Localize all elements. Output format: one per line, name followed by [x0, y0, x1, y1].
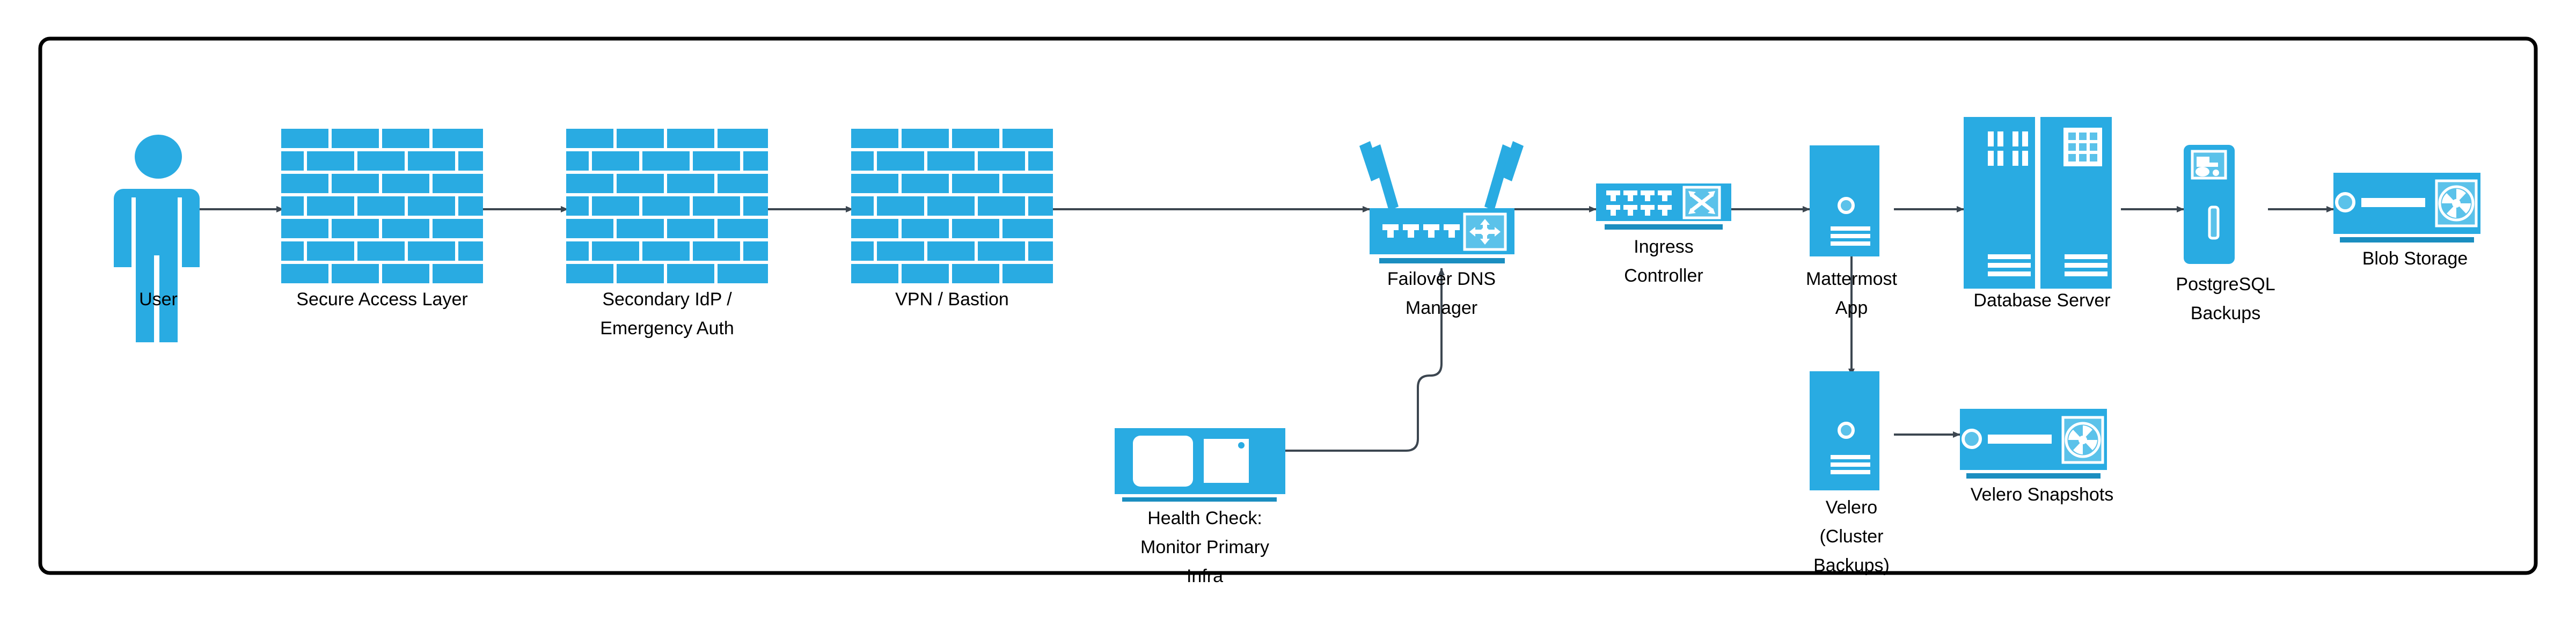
- node-velero[interactable]: Velero (Cluster Backups): [1810, 371, 1890, 576]
- node-label-pg-backups: PostgreSQL: [2176, 274, 2275, 295]
- node-label-secure-access: Secure Access Layer: [296, 289, 467, 310]
- server-tower-icon: [1810, 145, 1879, 256]
- monitor-panel-icon: [1115, 428, 1285, 502]
- firewall-brick-icon: [851, 129, 1053, 283]
- node-label-user: User: [139, 289, 178, 310]
- node-label-pg-backups-line2: Backups: [2191, 303, 2260, 324]
- node-secure-access[interactable]: Secure Access Layer: [281, 129, 483, 310]
- user-person-icon: [114, 135, 200, 342]
- node-health-check[interactable]: Health Check: Monitor Primary Infra: [1115, 428, 1285, 586]
- node-secondary-idp[interactable]: Secondary IdP / Emergency Auth: [566, 129, 768, 339]
- node-failover-dns[interactable]: Failover DNS Manager: [1359, 141, 1524, 318]
- node-label-mattermost-line2: App: [1835, 298, 1868, 318]
- node-label-vpn-bastion: VPN / Bastion: [895, 289, 1009, 310]
- node-label-velero-snapshots: Velero Snapshots: [1971, 484, 2114, 505]
- network-switch-icon: [1596, 183, 1731, 230]
- node-mattermost[interactable]: Mattermost App: [1806, 145, 1898, 318]
- node-database[interactable]: Database Server: [1964, 117, 2112, 311]
- node-label-mattermost: Mattermost: [1806, 269, 1898, 289]
- node-label-health-check-line2: Monitor Primary: [1140, 537, 1269, 557]
- connector-layer: [193, 206, 2334, 452]
- edge-health-check-to-failover-dns: [1285, 268, 1445, 452]
- node-user[interactable]: User: [114, 135, 200, 342]
- node-label-ingress: Ingress: [1634, 237, 1694, 257]
- node-label-failover-dns: Failover DNS: [1387, 269, 1496, 289]
- node-pg-backups[interactable]: PostgreSQL Backups: [2176, 145, 2275, 324]
- server-tower-icon: [1810, 371, 1879, 490]
- rack-pair-icon: [1964, 117, 2112, 289]
- node-label-health-check: Health Check:: [1147, 508, 1262, 528]
- disk-storage-icon: [1960, 409, 2107, 479]
- node-label-velero: Velero: [1826, 497, 1877, 518]
- wireless-router-icon: [1359, 141, 1524, 263]
- node-label-ingress-line2: Controller: [1624, 266, 1703, 286]
- node-label-secondary-idp: Secondary IdP /: [602, 289, 732, 310]
- node-label-velero-line2: (Cluster: [1819, 526, 1883, 547]
- firewall-brick-icon: [281, 129, 483, 283]
- node-label-blob-storage: Blob Storage: [2362, 248, 2468, 269]
- firewall-brick-icon: [566, 129, 768, 283]
- node-vpn-bastion[interactable]: VPN / Bastion: [851, 129, 1053, 310]
- node-blob-storage[interactable]: Blob Storage: [2333, 173, 2480, 269]
- node-ingress[interactable]: Ingress Controller: [1596, 183, 1731, 286]
- node-label-secondary-idp-line2: Emergency Auth: [600, 318, 734, 339]
- storage-cabinet-icon: [2184, 145, 2235, 264]
- node-velero-snapshots[interactable]: Velero Snapshots: [1960, 409, 2113, 505]
- node-label-failover-dns-line2: Manager: [1406, 298, 1477, 318]
- node-label-health-check-line3: Infra: [1187, 566, 1223, 586]
- node-label-velero-line3: Backups): [1813, 555, 1890, 576]
- node-label-database: Database Server: [1973, 290, 2110, 311]
- outer-boundary: [38, 36, 2538, 575]
- disk-storage-icon: [2333, 173, 2480, 242]
